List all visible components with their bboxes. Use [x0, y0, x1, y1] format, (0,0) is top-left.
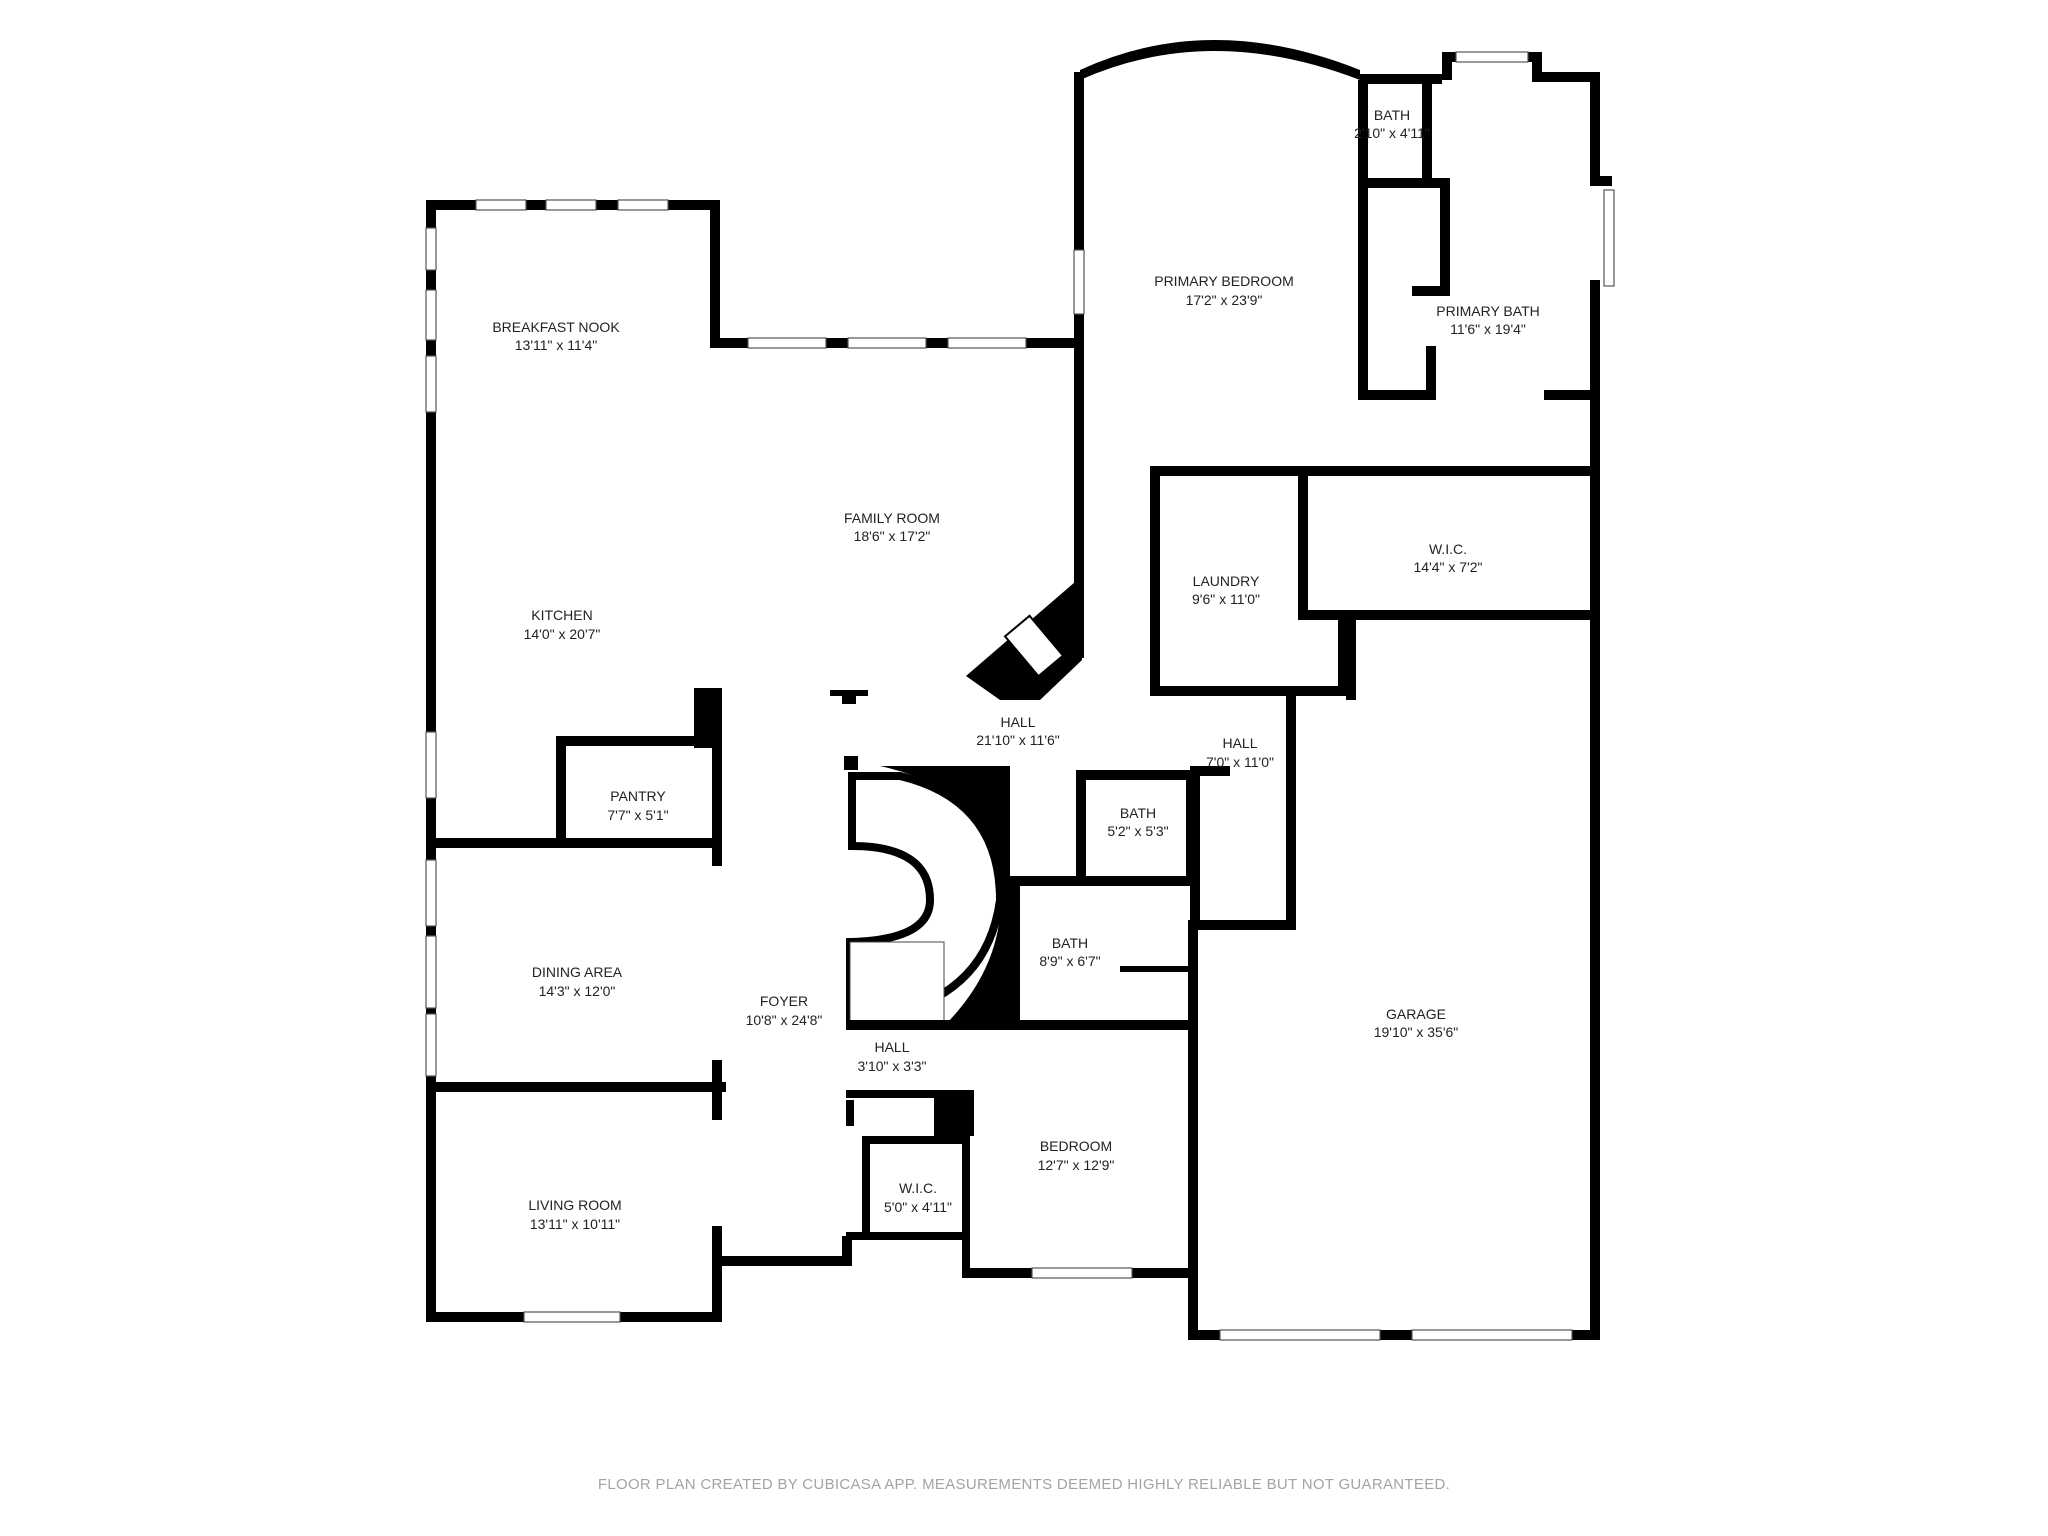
room-size: 5'0" x 4'11": [884, 1199, 952, 1215]
room-name: BATH: [1374, 107, 1410, 123]
room-size: 3'10" x 3'3": [858, 1058, 927, 1074]
room-size: 2'10" x 4'11": [1354, 125, 1430, 141]
room-size: 12'7" x 12'9": [1038, 1157, 1115, 1173]
room-size: 9'6" x 11'0": [1192, 591, 1260, 607]
room-name: HALL: [874, 1039, 909, 1055]
room-name: PRIMARY BEDROOM: [1154, 273, 1294, 289]
room-name: BREAKFAST NOOK: [492, 319, 620, 335]
room-name: BATH: [1052, 935, 1088, 951]
walls: [426, 40, 1612, 1340]
room-size: 14'3" x 12'0": [539, 983, 616, 999]
room-size: 10'8" x 24'8": [746, 1012, 823, 1028]
room-size: 11'6" x 19'4": [1450, 321, 1526, 337]
room-size: 21'10" x 11'6": [976, 732, 1060, 748]
room-size: 17'2" x 23'9": [1186, 292, 1263, 308]
room-name: W.I.C.: [1429, 541, 1467, 557]
room-name: BEDROOM: [1040, 1138, 1112, 1154]
room-name: GARAGE: [1386, 1006, 1446, 1022]
room-name: PANTRY: [610, 788, 666, 804]
windows: [425, 51, 1615, 1341]
room-size: 14'4" x 7'2": [1414, 559, 1483, 575]
room-name: FAMILY ROOM: [844, 510, 940, 526]
room-name: LIVING ROOM: [528, 1197, 621, 1213]
room-name: W.I.C.: [899, 1180, 937, 1196]
room-name: PRIMARY BATH: [1436, 303, 1539, 319]
room-name: HALL: [1222, 735, 1257, 751]
room-size: 5'2" x 5'3": [1107, 823, 1168, 839]
room-size: 7'7" x 5'1": [607, 807, 668, 823]
room-size: 13'11" x 11'4": [515, 337, 598, 353]
room-labels: BREAKFAST NOOK 13'11" x 11'4" FAMILY ROO…: [492, 107, 1539, 1232]
room-size: 13'11" x 10'11": [530, 1216, 620, 1232]
room-size: 7'0" x 11'0": [1206, 754, 1274, 770]
room-name: LAUNDRY: [1193, 573, 1260, 589]
room-size: 19'10" x 35'6": [1374, 1024, 1459, 1040]
footer-disclaimer: FLOOR PLAN CREATED BY CUBICASA APP. MEAS…: [597, 1476, 1451, 1493]
room-name: KITCHEN: [531, 607, 592, 623]
room-name: BATH: [1120, 805, 1156, 821]
room-size: 14'0" x 20'7": [524, 626, 601, 642]
room-name: DINING AREA: [532, 964, 623, 980]
room-name: HALL: [1000, 714, 1035, 730]
room-size: 18'6" x 17'2": [854, 528, 931, 544]
room-name: FOYER: [760, 993, 808, 1009]
room-size: 8'9" x 6'7": [1039, 953, 1100, 969]
